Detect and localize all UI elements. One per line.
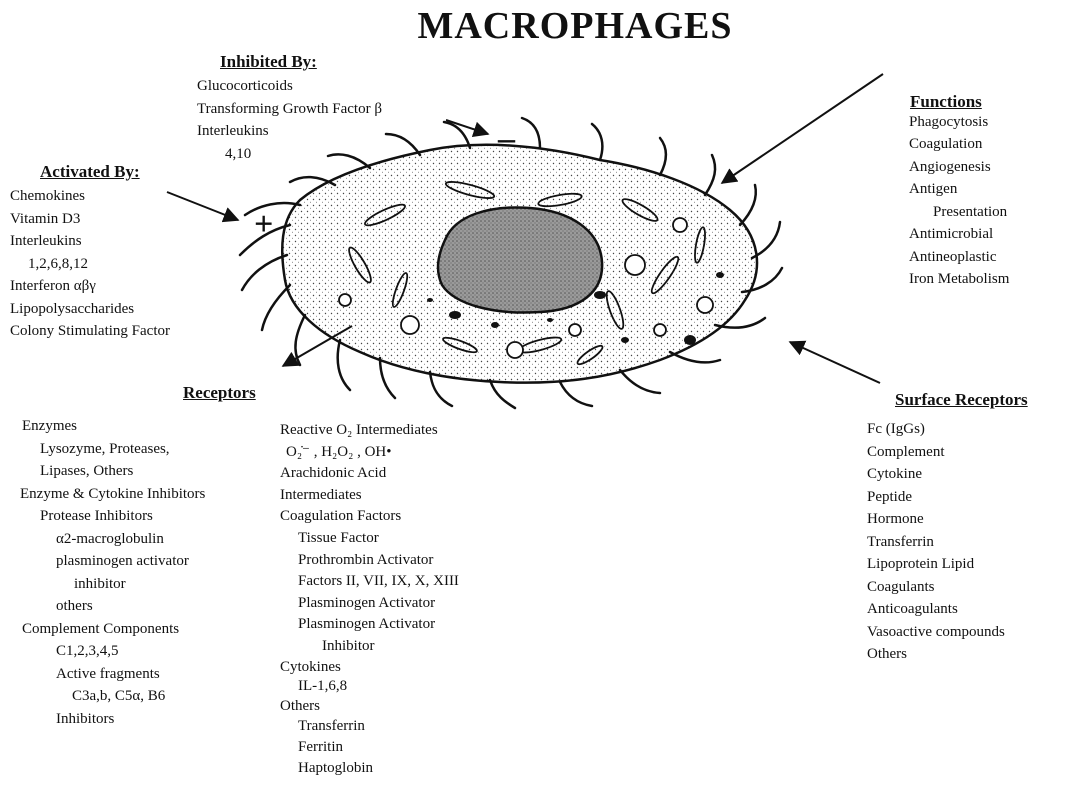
list-item: Plasminogen Activator [280, 614, 459, 636]
arrow-surface-receptors [790, 342, 880, 383]
surface-receptors-heading: Surface Receptors [895, 390, 1028, 410]
list-item: C3a,b, C5α, B6 [22, 685, 205, 708]
list-item: 4,10 [197, 143, 382, 166]
list-item: α2-macroglobulin [22, 528, 205, 551]
list-item: Inhibitors [22, 708, 205, 731]
list-item: Transferrin [867, 531, 1005, 554]
list-item: Hormone [867, 508, 1005, 531]
list-item: Complement [867, 441, 1005, 464]
list-item: Interferon αβγ [10, 275, 170, 298]
list-item: Transforming Growth Factor β [197, 98, 382, 121]
page-title: MACROPHAGES [0, 4, 1065, 48]
minus-sign: – [498, 122, 515, 156]
list-item: Lipases, Others [22, 460, 205, 483]
list-item: Prothrombin Activator [280, 550, 459, 572]
list-item: Lysozyme, Proteases, [22, 438, 205, 461]
list-item: IL-1,6,8 [280, 676, 459, 696]
list-item: Enzymes [22, 415, 205, 438]
list-item: Active fragments [22, 663, 205, 686]
list-item: Vasoactive compounds [867, 621, 1005, 644]
list-item: Presentation [909, 201, 1009, 224]
list-item: Colony Stimulating Factor [10, 320, 170, 343]
receptors-heading: Receptors [183, 383, 256, 403]
list-item: Coagulants [867, 576, 1005, 599]
list-item: Haptoglobin [280, 758, 459, 779]
list-item: Anticoagulants [867, 598, 1005, 621]
functions-list-items: Phagocytosis Coagulation Angiogenesis An… [909, 88, 1009, 291]
list-item: Antimicrobial [909, 223, 1009, 246]
list-item: Factors II, VII, IX, X, XIII [280, 571, 459, 593]
activated-heading: Activated By: [40, 162, 140, 182]
receptors-list-col2: Reactive O₂ Intermediates O₂̇⁻ , H₂O₂ , … [280, 420, 459, 779]
list-item: Phagocytosis [909, 111, 1009, 134]
list-item: 1,2,6,8,12 [10, 253, 170, 276]
list-item: plasminogen activator [22, 550, 205, 573]
spacer [909, 88, 1009, 111]
inhibited-list: Glucocorticoids Transforming Growth Fact… [197, 75, 382, 165]
list-item: Reactive O₂ Intermediates [280, 420, 459, 442]
list-item: Cytokines [280, 658, 459, 676]
arrow-receptors [283, 326, 352, 366]
list-item: Protease Inhibitors [22, 505, 205, 528]
list-item: Chemokines [10, 185, 170, 208]
list-item: Antineoplastic [909, 246, 1009, 269]
list-item: Iron Metabolism [909, 268, 1009, 291]
list-item: Arachidonic Acid [280, 463, 459, 485]
list-item: Vitamin D3 [10, 208, 170, 231]
arrow-inhibited [446, 120, 488, 134]
plus-sign: + [254, 208, 273, 242]
list-item: others [22, 595, 205, 618]
list-item: O₂̇⁻ , H₂O₂ , OH• [280, 442, 459, 464]
arrow-functions [722, 74, 883, 183]
arrow-activated [167, 192, 238, 220]
list-item: Lipopolysaccharides [10, 298, 170, 321]
receptors-list-col1: Enzymes Lysozyme, Proteases, Lipases, Ot… [22, 415, 205, 730]
list-item: Glucocorticoids [197, 75, 382, 98]
receptors-col2: Reactive O₂ Intermediates O₂̇⁻ , H₂O₂ , … [280, 420, 459, 779]
list-item: Coagulation [909, 133, 1009, 156]
nucleus [438, 207, 602, 312]
list-item: Fc (IgGs) [867, 418, 1005, 441]
list-item: Enzyme & Cytokine Inhibitors [20, 483, 205, 506]
list-item: Plasminogen Activator [280, 593, 459, 615]
list-item: Coagulation Factors [280, 506, 459, 528]
list-item: Inhibitor [280, 636, 459, 658]
activated-list: Chemokines Vitamin D3 Interleukins 1,2,6… [10, 185, 170, 343]
list-item: Lipoprotein Lipid [867, 553, 1005, 576]
list-item: Others [867, 643, 1005, 666]
list-item: Complement Components [22, 618, 205, 641]
list-item: Cytokine [867, 463, 1005, 486]
list-item: Transferrin [280, 716, 459, 737]
inhibited-heading: Inhibited By: [220, 52, 317, 72]
list-item: Interleukins [197, 120, 382, 143]
surface-receptors-list: Fc (IgGs) Complement Cytokine Peptide Ho… [867, 418, 1005, 666]
list-item: Peptide [867, 486, 1005, 509]
list-item: Tissue Factor [280, 528, 459, 550]
list-item: Intermediates [280, 485, 459, 507]
list-item: Others [280, 696, 459, 716]
list-item: Ferritin [280, 737, 459, 758]
list-item: C1,2,3,4,5 [22, 640, 205, 663]
list-item: Angiogenesis [909, 156, 1009, 179]
list-item: Antigen [909, 178, 1009, 201]
list-item: Interleukins [10, 230, 170, 253]
list-item: inhibitor [22, 573, 205, 596]
